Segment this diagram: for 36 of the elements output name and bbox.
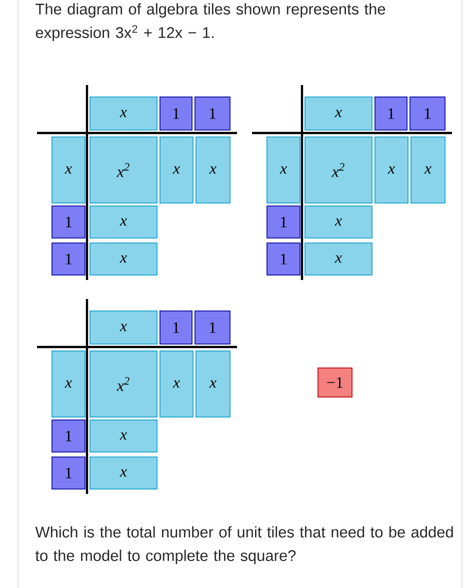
- unit-tile: 1: [266, 206, 300, 238]
- negative-unit-tile: −1: [318, 368, 352, 398]
- algebra-tile: x: [196, 136, 230, 204]
- unit-tile: 1: [266, 242, 300, 276]
- unit-tile: 1: [160, 310, 192, 344]
- algebra-tile: x: [304, 206, 372, 238]
- algebra-tile: x$^{2}$: [90, 136, 158, 204]
- unit-tile: 1: [52, 206, 86, 238]
- unit-tile: 1: [52, 242, 86, 276]
- unit-tile: 1: [52, 456, 86, 490]
- unit-tile: 1: [194, 310, 230, 344]
- paragraph: The diagram of algebra tiles shown represents the expression 3x$^{2}$ + 12x − 1.: [36, 3, 386, 42]
- algebra-tile: x: [410, 136, 446, 204]
- algebra-tile: x: [52, 136, 86, 204]
- algebra-tile: x: [90, 310, 158, 344]
- algebra-tile: x: [90, 420, 158, 452]
- unit-tile: 1: [410, 96, 446, 130]
- algebra-tile: x: [90, 206, 158, 238]
- paragraph: Which is the total number of unit tiles that need to be added to the model to complete the square?: [35, 526, 453, 564]
- algebra-tile: x: [52, 350, 86, 418]
- algebra-tile: x: [266, 136, 300, 204]
- algebra-tile: x: [90, 96, 158, 130]
- unit-tile: 1: [374, 96, 408, 130]
- algebra-tile: x$^{2}$: [304, 136, 372, 204]
- algebra-tile: x: [90, 456, 158, 490]
- unit-tile: 1: [160, 96, 192, 130]
- unit-tile: 1: [194, 96, 230, 130]
- unit-tile: 1: [52, 420, 86, 452]
- algebra-tile: x: [374, 136, 408, 204]
- algebra-tile: x: [304, 242, 372, 276]
- algebra-tile: x: [196, 350, 230, 418]
- algebra-tile: x: [160, 350, 194, 418]
- algebra-tile: x: [160, 136, 194, 204]
- algebra-tile: x$^{2}$: [90, 350, 158, 418]
- algebra-tile: x: [90, 242, 158, 276]
- algebra-tile: x: [304, 96, 372, 130]
